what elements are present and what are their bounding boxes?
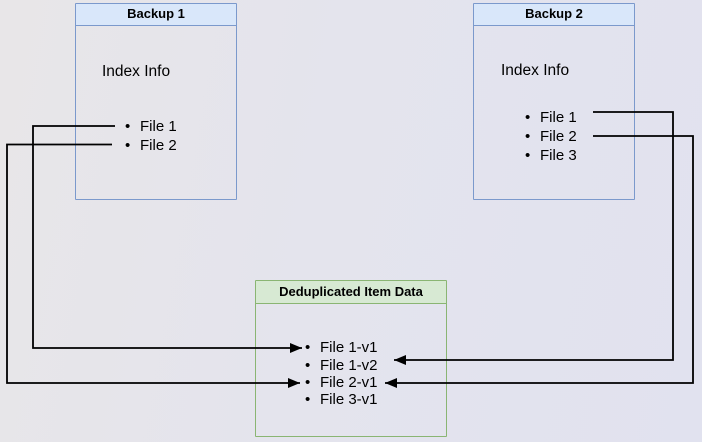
backup1-file-2: File 2 [125, 137, 177, 156]
dedup-item-file1-v1: File 1-v1 [305, 339, 378, 357]
backup2-box: Backup 2 Index Info File 1 File 2 File 3 [473, 3, 635, 200]
backup1-box: Backup 1 Index Info File 1 File 2 [75, 3, 237, 200]
backup2-file-list: File 1 File 2 File 3 [525, 108, 577, 165]
dedup-item-file3-v1: File 3-v1 [305, 391, 378, 409]
backup1-index-info-label: Index Info [102, 62, 171, 80]
backup1-file-1: File 1 [125, 118, 177, 137]
backup2-file-2: File 2 [525, 127, 577, 146]
backup2-file-1: File 1 [525, 108, 577, 127]
backup2-title: Backup 2 [474, 4, 634, 26]
dedup-title: Deduplicated Item Data [256, 281, 446, 304]
backup1-file-list: File 1 File 2 [125, 118, 177, 155]
dedup-box: Deduplicated Item Data File 1-v1 File 1-… [255, 280, 447, 437]
dedup-item-file2-v1: File 2-v1 [305, 374, 378, 392]
backup2-file-3: File 3 [525, 146, 577, 165]
backup2-index-info-label: Index Info [501, 61, 570, 79]
dedup-item-file1-v2: File 1-v2 [305, 357, 378, 375]
dedup-item-list: File 1-v1 File 1-v2 File 2-v1 File 3-v1 [305, 339, 378, 408]
backup1-title: Backup 1 [76, 4, 236, 26]
